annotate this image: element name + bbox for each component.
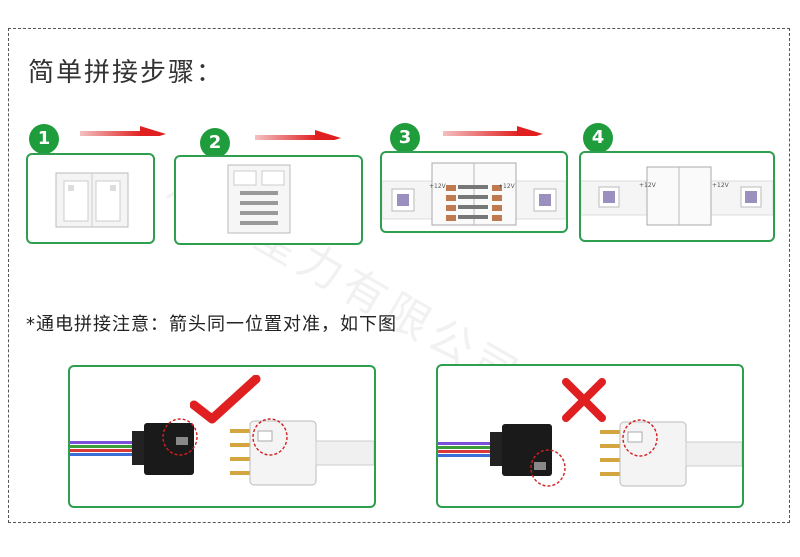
- step-4-box: [579, 151, 775, 242]
- step-3-box: [380, 151, 568, 233]
- arrow-right-icon: [80, 126, 166, 136]
- step-1-badge: 1: [29, 124, 59, 154]
- arrow-right-icon: [255, 130, 341, 140]
- step-4-badge: 4: [583, 123, 613, 153]
- strip-voltage-label: +12V: [712, 182, 729, 189]
- page-title: 简单拼接步骤：: [28, 58, 225, 88]
- correct-connection-image: [70, 418, 374, 486]
- correct-example-box: [68, 365, 376, 508]
- dashed-frame: [8, 28, 790, 523]
- strip-voltage-label: +12V: [639, 182, 656, 189]
- step-3-badge: 3: [390, 123, 420, 153]
- strip-voltage-label: +12V: [429, 183, 446, 190]
- step-2-box: [174, 155, 363, 245]
- strip-in-connector-image: [382, 162, 566, 226]
- joined-strip-image: [581, 166, 773, 226]
- wiring-note: *通电拼接注意：箭头同一位置对准，如下图: [26, 314, 397, 335]
- connector-pins-image: [227, 164, 291, 234]
- strip-voltage-label: +12V: [498, 183, 515, 190]
- step-1-box: [26, 153, 155, 244]
- cross-mark-icon: [562, 378, 606, 422]
- wrong-connection-image: [438, 419, 742, 487]
- check-mark-icon: [190, 375, 261, 424]
- wrong-example-box: [436, 364, 744, 508]
- step-2-badge: 2: [200, 128, 230, 158]
- arrow-right-icon: [443, 126, 543, 136]
- open-connector-image: [55, 172, 129, 228]
